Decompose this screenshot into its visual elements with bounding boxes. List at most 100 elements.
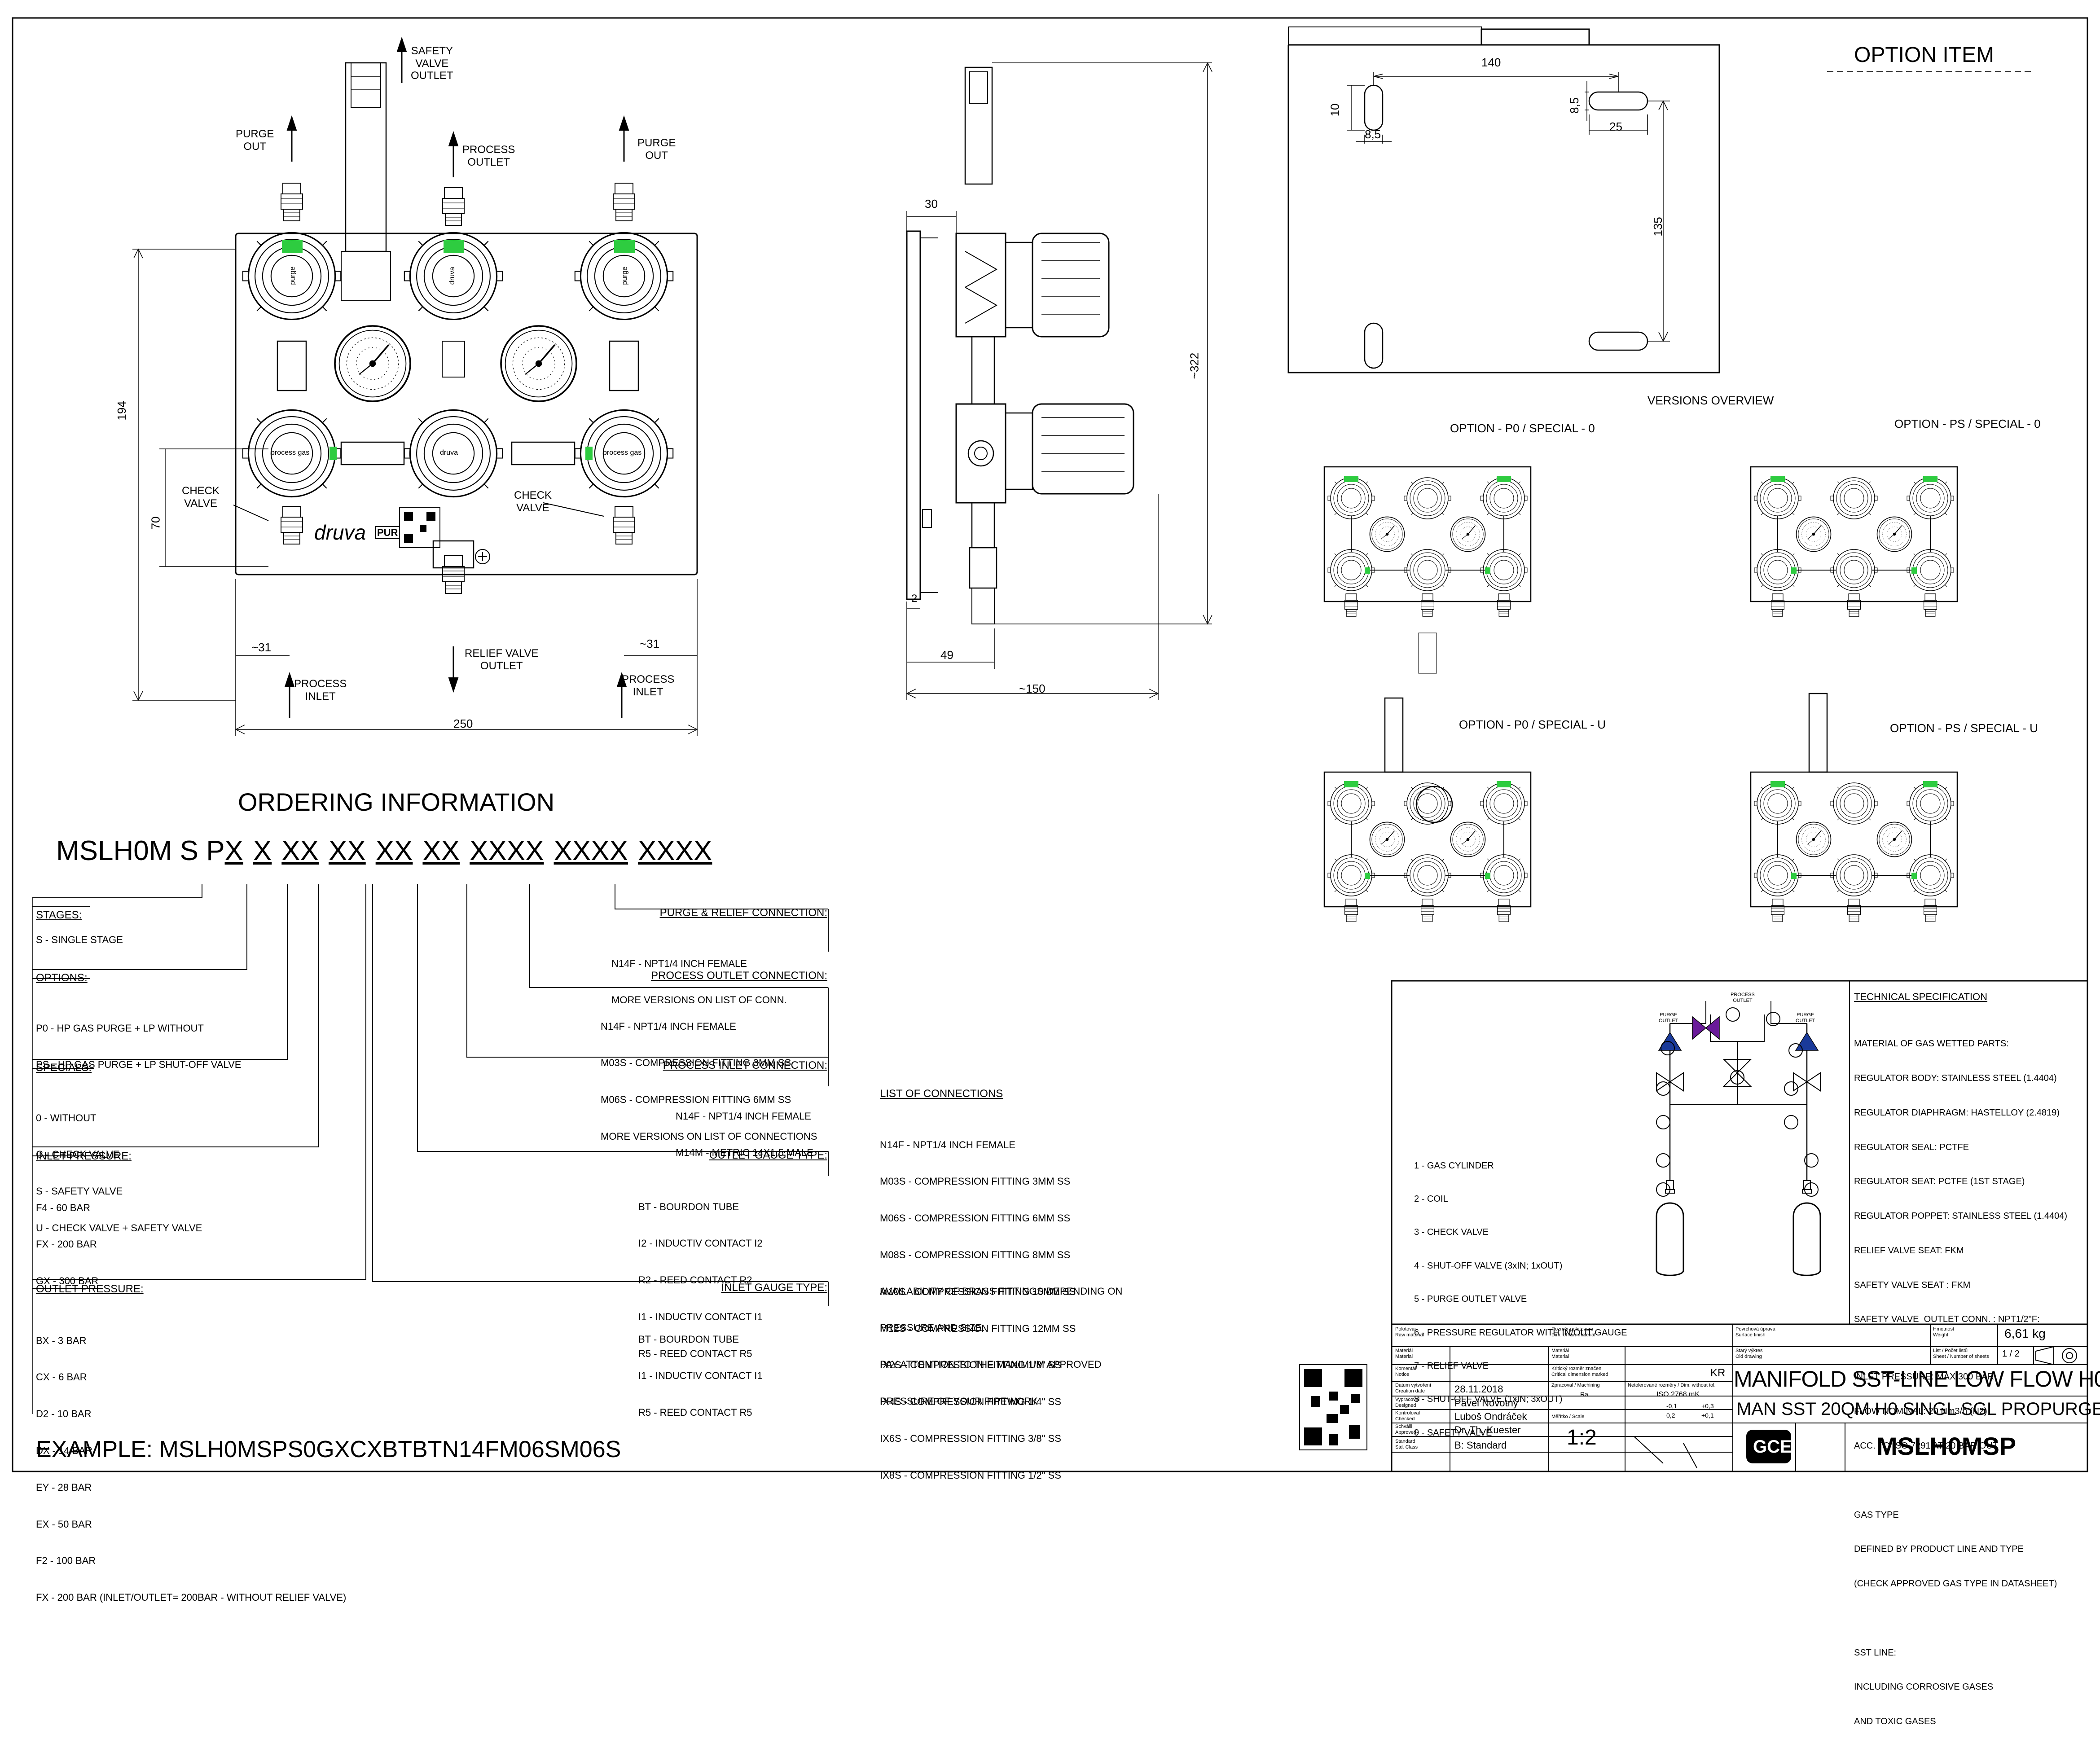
- tb-tol-left-bottom: 0,2: [1666, 1412, 1675, 1419]
- tb-scale-label: Měřítko / Scale: [1551, 1414, 1585, 1419]
- dim-side-depth: 49: [940, 648, 953, 662]
- label-purge-out-left: PURGE OUT: [236, 128, 274, 153]
- process-inlet-line: N14F - NPT1/4 INCH FEMALE: [676, 1110, 811, 1122]
- side-view: [906, 62, 1213, 700]
- tech-spec-line: REGULATOR BODY: STAINLESS STEEL (1.4404): [1854, 1073, 2057, 1083]
- tb-checked: Luboš Ondráček: [1454, 1411, 1527, 1422]
- inlet-gauge-line: I1 - INDUCTIV CONTACT I1: [638, 1370, 763, 1382]
- connection-item: N14F - NPT1/4 INCH FEMALE: [880, 1139, 1015, 1151]
- connections-list: N14F - NPT1/4 INCH FEMALE M03S - COMPRES…: [880, 1114, 1076, 1493]
- tech-spec-line: REGULATOR POPPET: STAINLESS STEEL (1.440…: [1854, 1211, 2067, 1221]
- legend-item: 1 - GAS CYLINDER: [1414, 1160, 1494, 1171]
- tech-spec-line: DEFINED BY PRODUCT LINE AND TYPE: [1854, 1544, 2024, 1555]
- process-inlet-header: PROCESS INLET CONNECTION:: [663, 1059, 827, 1072]
- tb-tol-right-bottom: +0,1: [1701, 1412, 1714, 1419]
- regulator-label-left: process gas: [271, 449, 310, 457]
- tb-weight-label: Hmotnost Weight: [1933, 1326, 1955, 1338]
- inlet-pressure-line: F4 - 60 BAR: [36, 1202, 91, 1213]
- outlet-gauge-header: OUTLET GAUGE TYPE:: [709, 1149, 827, 1161]
- tb-part-number: MSLH0MSP: [1876, 1432, 2017, 1460]
- inlet-pressure-header: INLET PRESSURE:: [36, 1150, 132, 1162]
- code-part-outlet-gauge: XX: [422, 835, 460, 866]
- dim-right-offset: ~31: [640, 637, 660, 650]
- tb-tol-left-top: -0,1: [1666, 1402, 1678, 1410]
- regulator-label-right: process gas: [603, 449, 642, 457]
- sheet-border: [12, 17, 2088, 1472]
- connection-item: M10S - COMPRESSION FITTING 10MM SS: [880, 1286, 1076, 1297]
- process-outlet-line: MORE VERSIONS ON LIST OF CONNECTIONS: [601, 1130, 817, 1142]
- dim-side-total-depth: ~150: [1019, 682, 1046, 695]
- dim-side-height: ~322: [1187, 352, 1201, 379]
- dim-slot-width-right: 25: [1609, 120, 1622, 133]
- ordering-leaders: [32, 884, 829, 1414]
- dim-hole-spacing: 140: [1481, 56, 1501, 69]
- outlet-gauge-line: I1 - INDUCTIV CONTACT I1: [638, 1311, 763, 1322]
- tech-spec-line: INLET PRESSURE: MAX.300 BAR: [1854, 1372, 1994, 1382]
- connection-item: M06S - COMPRESSION FITTING 6MM SS: [880, 1212, 1071, 1224]
- front-view: [132, 37, 698, 736]
- dim-side-gap: 2: [911, 593, 918, 605]
- label-process-inlet-left: PROCESS INLET: [294, 678, 347, 703]
- gce-logo: [1746, 1430, 1791, 1463]
- purge-relief-list: N14F - NPT1/4 INCH FEMALE MORE VERSIONS …: [611, 933, 787, 1019]
- brand-logo-druva: druva: [314, 521, 366, 544]
- options-list: P0 - HP GAS PURGE + LP WITHOUT PS - HP G…: [36, 997, 241, 1083]
- tb-weight: 6,61 kg: [2004, 1326, 2046, 1340]
- tb-approved: Dr. Th. Kuester: [1454, 1424, 1521, 1436]
- gauge-label-left: purge: [289, 266, 297, 285]
- tb-designer: Pavel Novotný: [1454, 1397, 1518, 1409]
- connections-note-line: PRESSURE OF YOUR PIPEWORK: [880, 1395, 1038, 1407]
- options-header: OPTIONS:: [36, 972, 88, 984]
- outlet-pressure-line: FX - 200 BAR (INLET/OUTLET= 200BAR - WIT…: [36, 1592, 347, 1603]
- tb-tolerance-value: ISO 2768 mK: [1656, 1391, 1700, 1398]
- inlet-gauge-list: BT - BOURDON TUBE I1 - INDUCTIV CONTACT …: [638, 1309, 763, 1431]
- tb-raw-label: Polotovar Raw material: [1395, 1326, 1424, 1338]
- tech-spec-line: (CHECK APPROVED GAS TYPE IN DATASHEET): [1854, 1579, 2057, 1589]
- qr-code: [1299, 1364, 1367, 1450]
- tech-spec-line: INCLUDING CORROSIVE GASES: [1854, 1682, 1994, 1692]
- gauge-label-mid: druva: [448, 267, 456, 285]
- tech-spec-header: TECHNICAL SPECIFICATION: [1854, 991, 1988, 1002]
- tech-spec-line: REGULATOR SEAL: PCTFE: [1854, 1142, 1969, 1152]
- version-p0-0: OPTION - P0 / SPECIAL - 0: [1450, 422, 1595, 435]
- tb-title-line-1: MANIFOLD SST-LINE LOW FLOW H0: [1734, 1366, 2100, 1392]
- process-outlet-line: M03S - COMPRESSION FITTING 3MM SS: [601, 1057, 791, 1069]
- dim-check-height: 70: [149, 516, 163, 530]
- tb-created: 28.11.2018: [1454, 1383, 1503, 1395]
- connections-note-line: PAY ATTENTION TO THE MAXIMUM APPROVED: [880, 1359, 1102, 1370]
- stages-line: S - SINGLE STAGE: [36, 934, 123, 945]
- tb-dim-raw-label: Rozměr polotovaru Dim. of raw material: [1551, 1326, 1595, 1338]
- tb-sheet: 1 / 2: [2002, 1349, 2020, 1359]
- connection-item: IX4S - COMPRESSION FITTING 1/4" SS: [880, 1396, 1061, 1408]
- label-relief-valve-outlet: RELIEF VALVE OUTLET: [465, 647, 539, 672]
- options-line: PS - HP GAS PURGE + LP SHUT-OFF VALVE: [36, 1059, 242, 1071]
- tech-spec-line: FLOW NOMINAL: 20 Nm3/h (N2): [1854, 1406, 1987, 1417]
- dim-front-width: 250: [453, 717, 473, 730]
- outlet-pressure-line: EX - 50 BAR: [36, 1518, 92, 1530]
- schematic-tag-purge-left: PURGE OUTLET: [1659, 1012, 1678, 1023]
- label-process-outlet: PROCESS OUTLET: [462, 144, 515, 168]
- schematic-tag-purge-right: PURGE OUTLET: [1796, 1012, 1815, 1023]
- label-process-inlet-right: PROCESS INLET: [622, 673, 675, 698]
- options-line: P0 - HP GAS PURGE + LP WITHOUT: [36, 1022, 204, 1034]
- specials-list: 0 - WITHOUT C - CHECK VALVE S - SAFETY V…: [36, 1087, 202, 1246]
- purge-relief-header: PURGE & RELIEF CONNECTION:: [659, 907, 827, 919]
- process-outlet-line: M06S - COMPRESSION FITTING 6MM SS: [601, 1094, 791, 1106]
- label-check-valve-left: CHECK VALVE: [182, 485, 220, 509]
- tb-critical-value: KR: [1710, 1367, 1726, 1379]
- ordering-example: EXAMPLE: MSLH0MSPS0GXCXBTBTN14FM06SM06S: [36, 1436, 621, 1462]
- tb-standard-label: Standard Std. Class: [1395, 1439, 1418, 1450]
- code-part-inlet-pressure: XX: [281, 835, 319, 866]
- connection-item: M12S - COMPRESSION FITTING 12MM SS: [880, 1322, 1076, 1334]
- outlet-pressure-line: CX - 6 BAR: [36, 1371, 87, 1383]
- tb-material-label: Materiál Material: [1395, 1348, 1413, 1359]
- regulator-label-mid: druva: [440, 449, 458, 457]
- process-inlet-list: N14F - NPT1/4 INCH FEMALE M14M - METRIC …: [676, 1085, 813, 1171]
- specials-line: 0 - WITHOUT: [36, 1112, 97, 1124]
- outlet-gauge-list: BT - BOURDON TUBE I2 - INDUCTIV CONTACT …: [638, 1176, 763, 1372]
- dim-left-offset: ~31: [251, 641, 272, 654]
- gauge-label-right: purge: [621, 266, 629, 285]
- dim-vertical: 135: [1651, 217, 1665, 237]
- tech-spec-line: REGULATOR DIAPHRAGM: HASTELLOY (2.4819): [1854, 1107, 2060, 1118]
- code-part-option: X: [224, 835, 243, 866]
